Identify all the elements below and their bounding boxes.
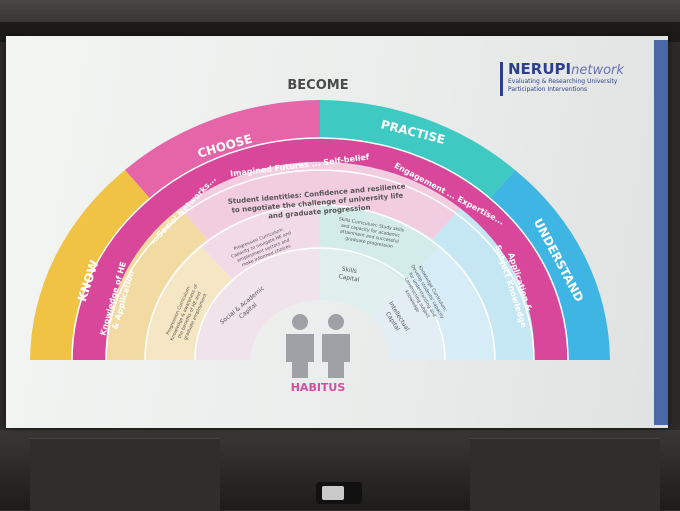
people-icon bbox=[286, 314, 350, 378]
ring-capital-intellectual bbox=[370, 282, 445, 360]
ring-second bbox=[72, 138, 568, 360]
ring-practise bbox=[320, 100, 515, 203]
logo-tagline-line: Participation Interventions bbox=[508, 86, 588, 93]
slide-edge-strip bbox=[654, 40, 668, 425]
logo-name-main: NERUPI bbox=[508, 60, 572, 78]
camera-device bbox=[316, 482, 362, 504]
ring-curriculum-right bbox=[405, 245, 496, 360]
capital-line: Skills bbox=[341, 266, 357, 276]
skills-capital: Skills Capital bbox=[338, 265, 362, 283]
logo-tagline-line: Evaluating & Researching University bbox=[508, 78, 618, 85]
ring-know bbox=[30, 170, 154, 360]
ring-third-left bbox=[105, 208, 208, 360]
capital-line: Capital bbox=[338, 273, 360, 284]
logo-name-suffix: network bbox=[571, 63, 624, 78]
wall-panel bbox=[470, 438, 660, 511]
logo-bar bbox=[500, 62, 503, 96]
ring-dividers bbox=[71, 137, 569, 361]
camera-screen bbox=[322, 486, 344, 500]
ring-curriculum-mid bbox=[200, 204, 320, 282]
habitus-label: HABITUS bbox=[291, 381, 346, 394]
ring-choose bbox=[125, 100, 320, 203]
ring-capital-social bbox=[195, 248, 320, 360]
ring-curriculum-skills bbox=[320, 204, 440, 282]
ring-curriculum-left bbox=[144, 245, 235, 360]
wall-panel bbox=[30, 438, 220, 511]
logo-tagline: Evaluating & Researching University Part… bbox=[508, 78, 648, 94]
ring-third-right bbox=[432, 208, 535, 360]
nerupi-logo: NERUPInetwork Evaluating & Researching U… bbox=[500, 60, 650, 100]
ring-capital-skills bbox=[320, 248, 405, 316]
logo-name: NERUPInetwork bbox=[508, 60, 624, 78]
become-label: BECOME bbox=[287, 78, 348, 93]
ring-understand bbox=[486, 170, 610, 360]
